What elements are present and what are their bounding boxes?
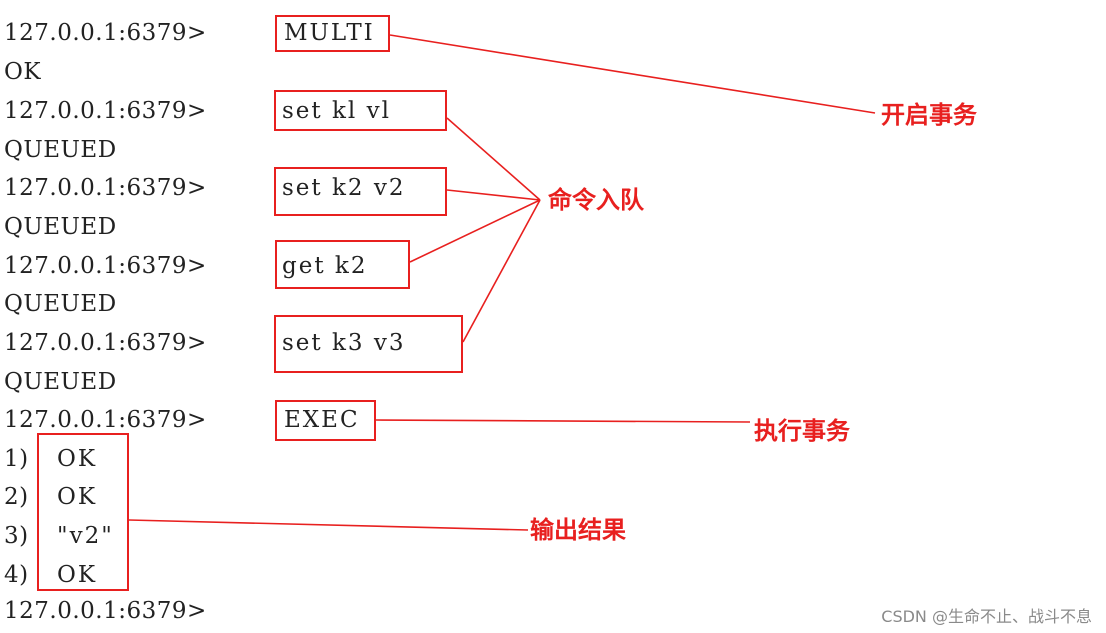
prompt-line: 127.0.0.1:6379>	[4, 174, 207, 202]
highlight-box-exec	[275, 400, 376, 441]
command-exec: EXEC	[284, 407, 360, 433]
prompt-line: 127.0.0.1:6379>	[4, 406, 207, 434]
connector-queue-4	[462, 199, 541, 343]
connector-results	[128, 519, 529, 531]
watermark: CSDN @生命不止、战斗不息	[881, 607, 1092, 626]
result-index: 1)	[4, 446, 29, 472]
prompt-line: 127.0.0.1:6379>	[4, 252, 207, 280]
prompt-line: 127.0.0.1:6379>	[4, 329, 207, 357]
annotation-output-results: 输出结果	[530, 516, 626, 544]
connector-queue-1	[446, 117, 541, 201]
prompt: 127.0.0.1:6379>	[4, 175, 207, 201]
prompt: 127.0.0.1:6379>	[4, 330, 207, 356]
result-value: "v2"	[57, 523, 114, 549]
prompt: 127.0.0.1:6379>	[4, 253, 207, 279]
command-set-k2: set k2 v2	[282, 175, 406, 201]
output-line: QUEUED	[4, 369, 117, 395]
command-get-k2: get k2	[282, 253, 368, 279]
highlight-box-multi	[275, 15, 390, 52]
result-index: 3)	[4, 523, 29, 549]
command-set-k3: set k3 v3	[282, 330, 406, 356]
highlight-box-set-k3	[274, 315, 463, 373]
annotation-enqueue-commands: 命令入队	[548, 186, 644, 214]
connector-exec	[375, 419, 751, 423]
prompt-line: 127.0.0.1:6379>	[4, 597, 207, 625]
highlight-box-results	[37, 433, 129, 591]
command-multi: MULTI	[284, 20, 375, 46]
output-line: OK	[4, 59, 42, 85]
prompt-line: 127.0.0.1:6379>	[4, 19, 207, 47]
prompt: 127.0.0.1:6379>	[4, 98, 207, 124]
highlight-box-get-k2	[275, 240, 410, 289]
highlight-box-set-k2	[274, 167, 447, 216]
result-index: 4)	[4, 562, 29, 588]
prompt: 127.0.0.1:6379>	[4, 598, 207, 624]
output-line: QUEUED	[4, 137, 117, 163]
result-index: 2)	[4, 484, 29, 510]
prompt: 127.0.0.1:6379>	[4, 20, 207, 46]
result-value: OK	[57, 562, 98, 588]
connector-queue-3	[409, 199, 541, 263]
output-line: QUEUED	[4, 291, 117, 317]
annotation-execute-transaction: 执行事务	[754, 417, 850, 445]
prompt-line: 127.0.0.1:6379>	[4, 97, 207, 125]
command-set-k1: set kl vl	[282, 98, 391, 124]
annotation-start-transaction: 开启事务	[881, 101, 977, 129]
connector-queue-2	[446, 189, 541, 201]
result-value: OK	[57, 484, 98, 510]
prompt: 127.0.0.1:6379>	[4, 407, 207, 433]
result-value: OK	[57, 446, 98, 472]
output-line: QUEUED	[4, 214, 117, 240]
highlight-box-set-k1	[274, 90, 447, 131]
connector-start	[389, 34, 876, 114]
